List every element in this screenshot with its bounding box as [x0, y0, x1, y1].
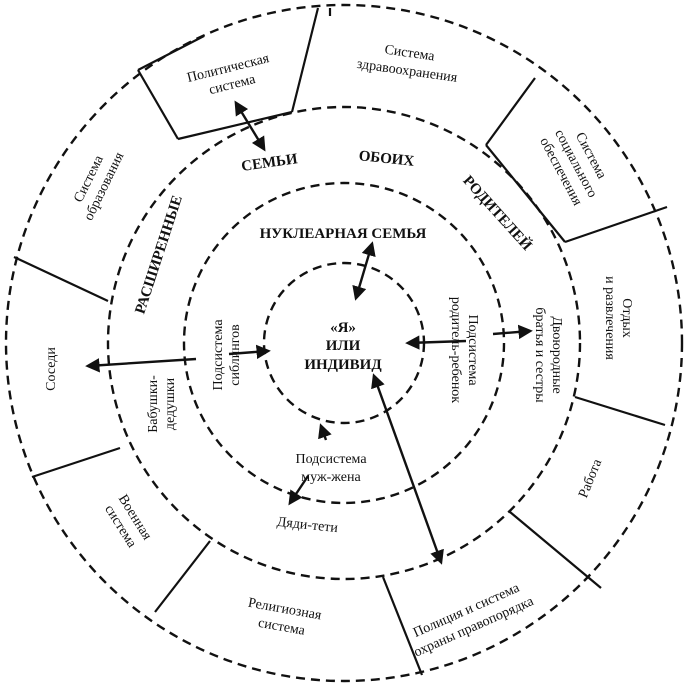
parent-child-line-2: родитель-ребенок — [448, 297, 463, 403]
spouses-line-1: Подсистема — [295, 452, 367, 467]
sector-dividers — [13, 7, 668, 676]
grandparents-line-2: дедушки — [163, 377, 178, 430]
outer-ring — [4, 3, 684, 683]
political-system: Политическая система — [186, 51, 272, 98]
center-individual: «Я» ИЛИ ИНДИВИД — [304, 320, 382, 373]
uncles-label: Дяди-тети — [276, 515, 339, 536]
siblings-line-2: сиблингов — [228, 324, 243, 386]
neighbors-system: Соседи — [44, 347, 59, 391]
parent-child-line-1: Подсистема — [465, 314, 480, 386]
nuclear-family-ring — [182, 181, 506, 505]
health-line-2: здравоохранения — [356, 57, 459, 86]
center-line-2: ИЛИ — [326, 338, 361, 354]
health-line-1: Система — [384, 43, 437, 65]
families-label: СЕМЬИ — [240, 151, 299, 175]
parents-label: РОДИТЕЛЕЙ — [459, 172, 535, 254]
grandparents-line-1: Бабушки- — [146, 375, 161, 433]
work-system: Работа — [576, 456, 605, 500]
parent-child-arrow — [405, 335, 467, 350]
education-system: Система образования — [71, 150, 127, 223]
religion-system: Религиозная система — [247, 596, 323, 639]
siblings-line-1: Подсистема — [211, 319, 226, 391]
spouses-arrow — [318, 423, 332, 441]
cousins-line-1: Двоюродные — [549, 316, 564, 393]
both-label: ОБОИХ — [358, 148, 415, 170]
parent-child-subsystem: Подсистема родитель-ребенок — [448, 297, 480, 403]
social-security-system: Система социального обеспечения — [536, 127, 609, 209]
cousins-line-2: братья и сестры — [532, 307, 547, 403]
leisure-line-1: Отдых — [619, 298, 634, 338]
leisure-system: Отдых и развлечения — [602, 276, 634, 360]
police-system: Полиция и система охраны правопорядка — [411, 580, 537, 660]
cousins-label: Двоюродные братья и сестры — [532, 307, 564, 403]
leisure-line-2: и развлечения — [602, 276, 617, 360]
cousins-arrow — [492, 324, 533, 340]
extended-family-ring — [106, 105, 582, 581]
health-system: Система здравоохранения — [356, 43, 459, 86]
siblings-arrow — [228, 344, 271, 360]
spouses-subsystem: Подсистема муж-жена — [295, 452, 367, 485]
center-line-3: ИНДИВИД — [304, 357, 382, 373]
spouses-line-2: муж-жена — [301, 470, 361, 485]
uncles-arrow — [288, 475, 309, 506]
nuclear-family-title: НУКЛЕАРНАЯ СЕМЬЯ — [260, 226, 427, 242]
center-line-1: «Я» — [330, 320, 356, 336]
relation-arrows — [85, 100, 533, 565]
siblings-subsystem: Подсистема сиблингов — [211, 319, 243, 391]
police-arrow — [371, 373, 444, 565]
neighbors-arrow — [85, 357, 197, 373]
nuclear-family-arrow — [352, 241, 376, 301]
extended-label: РАСШИРЕННЫЕ — [132, 194, 185, 316]
military-system: Военная система — [101, 492, 154, 551]
grandparents-label: Бабушки- дедушки — [146, 375, 178, 433]
political-arrow — [234, 100, 266, 152]
